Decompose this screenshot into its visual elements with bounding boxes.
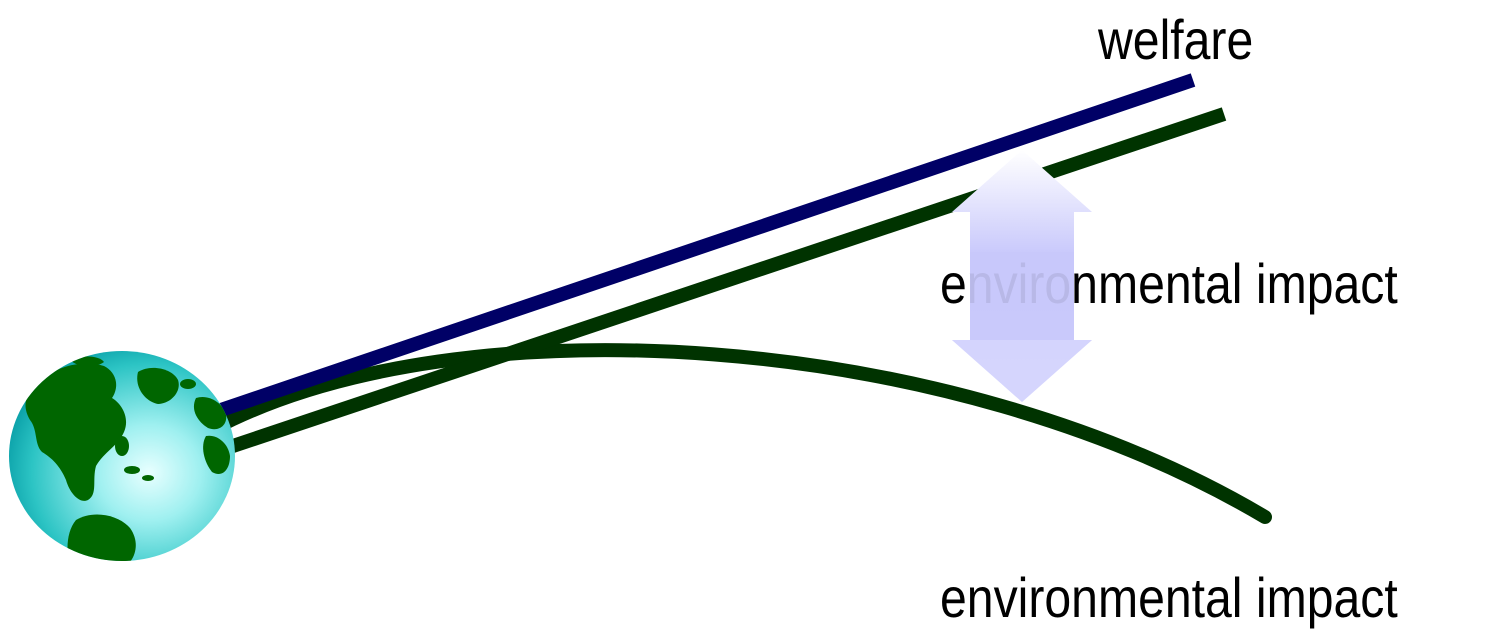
- environmental-impact-upper-label: environmental impact: [940, 252, 1398, 315]
- environmental-impact-lower-label: environmental impact: [940, 566, 1398, 629]
- welfare-label: welfare: [1098, 8, 1254, 71]
- impact-curve-line: [208, 343, 1272, 524]
- impact-straight-line: [212, 107, 1227, 459]
- welfare-line: [212, 73, 1196, 419]
- globe-icon: [9, 351, 235, 561]
